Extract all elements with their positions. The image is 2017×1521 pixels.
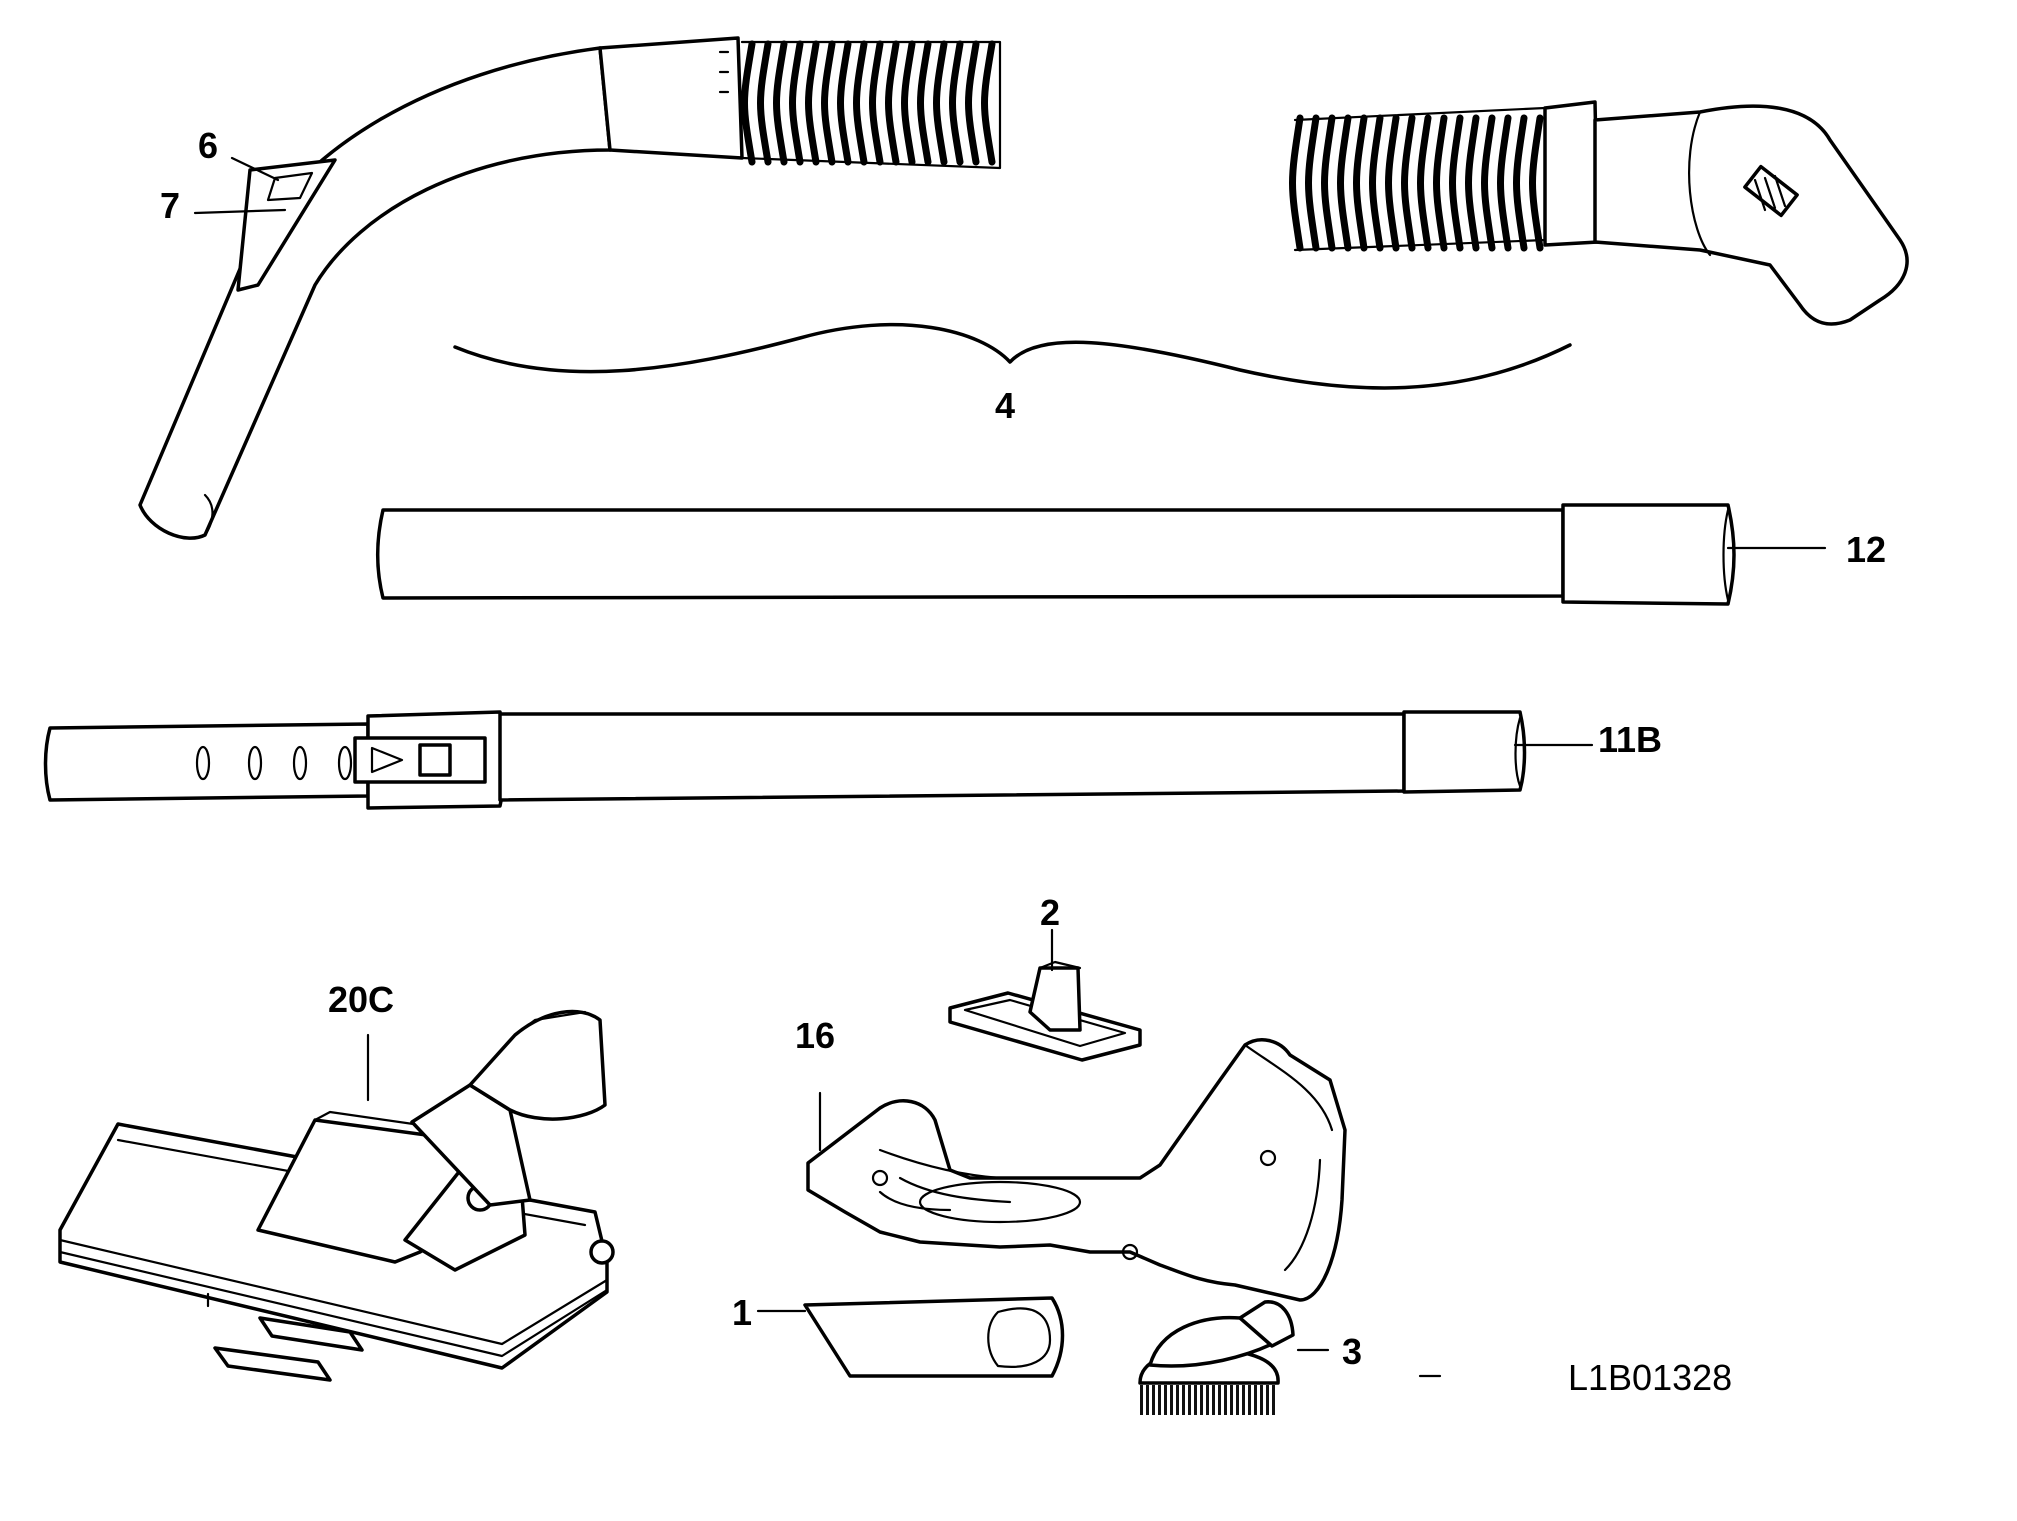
leader-lines — [193, 156, 1827, 1378]
label-12: 12 — [1846, 529, 1886, 570]
hose-rib — [1289, 114, 1304, 252]
hose-rib — [1305, 114, 1320, 252]
hose-rib — [805, 40, 820, 166]
hose-rib — [773, 40, 788, 166]
hose-rib — [1369, 114, 1384, 252]
label-20c: 20C — [328, 979, 394, 1020]
hose-connector — [1293, 100, 1909, 326]
label-7: 7 — [160, 185, 180, 226]
dusting-brush — [1138, 1300, 1295, 1415]
label-1: 1 — [732, 1292, 752, 1333]
hose-brace — [453, 322, 1572, 390]
hose-rib — [1337, 114, 1352, 252]
hose-handle — [138, 36, 1002, 540]
hose-rib — [901, 40, 916, 166]
hose-corrugation-right — [1289, 114, 1544, 252]
hose-rib — [1433, 114, 1448, 252]
hose-rib — [789, 40, 804, 166]
hose-rib — [1401, 114, 1416, 252]
hose-rib — [1465, 114, 1480, 252]
hose-rib — [821, 40, 836, 166]
hose-rib — [1529, 114, 1544, 252]
hose-rib — [837, 40, 852, 166]
label-4: 4 — [995, 385, 1015, 426]
straight-tube — [376, 503, 1736, 606]
hose-rib — [1497, 114, 1512, 252]
hose-rib — [1353, 114, 1368, 252]
hose-corrugation-left — [741, 40, 996, 166]
hose-rib — [949, 40, 964, 166]
hose-rib — [741, 40, 756, 166]
hose-rib — [757, 40, 772, 166]
reference-code: L1B01328 — [1568, 1357, 1732, 1398]
hose-rib — [1417, 114, 1432, 252]
hose-rib — [981, 40, 996, 166]
accessory-holder — [806, 1038, 1347, 1302]
hose-rib — [1513, 114, 1528, 252]
hose-rib — [1321, 114, 1336, 252]
hose-rib — [933, 40, 948, 166]
hose-rib — [853, 40, 868, 166]
telescopic-tube — [43, 710, 1527, 810]
label-2: 2 — [1040, 892, 1060, 933]
upholstery-nozzle — [948, 960, 1142, 1062]
label-6: 6 — [198, 125, 218, 166]
label-11b: 11B — [1598, 719, 1662, 760]
floor-nozzle — [58, 1009, 615, 1382]
hose-rib — [965, 40, 980, 166]
hose-rib — [885, 40, 900, 166]
crevice-nozzle — [803, 1296, 1065, 1378]
hose-rib — [1449, 114, 1464, 252]
hose-rib — [1481, 114, 1496, 252]
label-16: 16 — [795, 1015, 835, 1056]
hose-rib — [917, 40, 932, 166]
hose-rib — [1385, 114, 1400, 252]
label-3: 3 — [1342, 1331, 1362, 1372]
hose-rib — [869, 40, 884, 166]
